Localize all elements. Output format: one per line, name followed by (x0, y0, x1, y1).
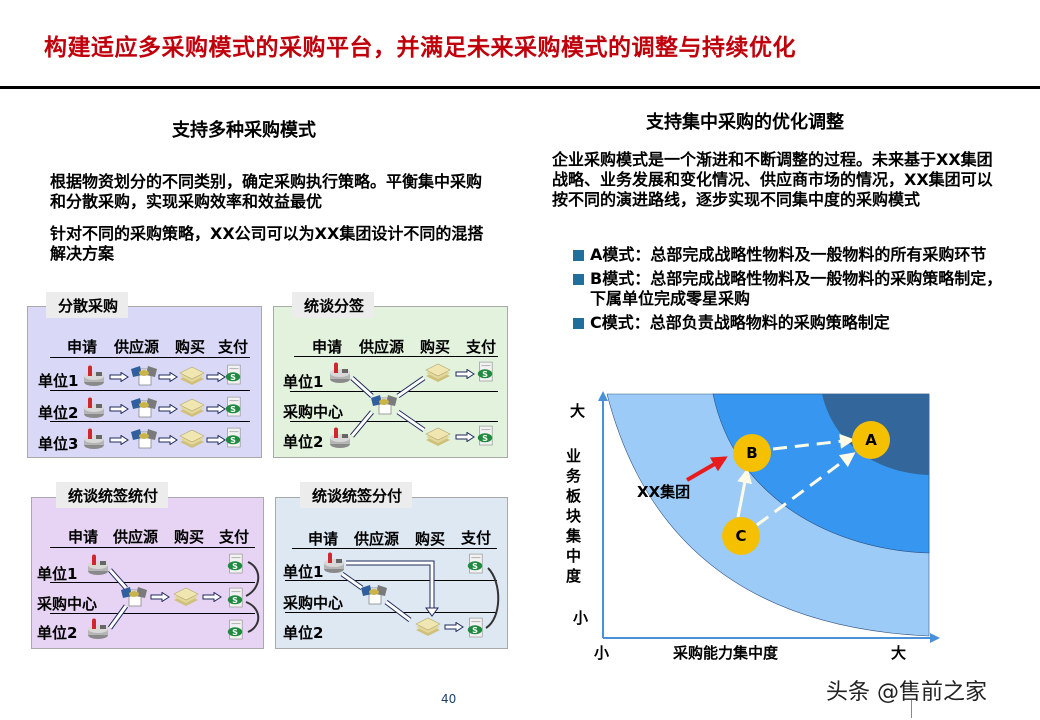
left-paragraph-1: 根据物资划分的不同类别，确定采购执行策略。平衡集中采购和分散采购，实现采购效率和… (50, 172, 483, 211)
row-label: 单位1 (283, 373, 324, 391)
left-paragraph-2: 针对不同的采购策略，XX公司可以为XX集团设计不同的混搭解决方案 (50, 224, 484, 263)
row-divider (50, 613, 255, 614)
bullet-b-text: B模式：总部完成战略性物料及一般物料的采购策略制定，下属单位完成零星采购 (590, 269, 1003, 308)
row-divider (290, 421, 498, 422)
panel-central-separate-pay-title: 统谈统签分付 (300, 482, 413, 508)
col-header-buy: 购买 (175, 338, 206, 356)
header-line (50, 547, 255, 548)
col-header-buy: 购买 (420, 338, 451, 356)
header-line (50, 357, 250, 358)
col-header-pay: 支付 (218, 338, 249, 356)
header-line (294, 356, 498, 357)
y-tick-high: 大 (570, 402, 586, 420)
panel-central-negotiate-separate-sign-title: 统谈分签 (292, 292, 375, 318)
col-header-apply: 申请 (312, 338, 343, 356)
row-divider (50, 582, 255, 583)
row-label: 单位2 (37, 624, 78, 642)
central-all-flow-icons (88, 553, 260, 640)
row-label: 采购中心 (283, 594, 344, 612)
x-axis-label: 采购能力集中度 (673, 644, 779, 662)
bullet-square-icon (573, 250, 584, 261)
row-label: 单位2 (283, 433, 324, 451)
col-header-apply: 申请 (308, 530, 339, 548)
x-tick-low: 小 (594, 644, 610, 662)
row-divider (285, 612, 497, 613)
bullet-square-icon (573, 318, 584, 329)
panel-central-negotiate-separate-sign (273, 306, 508, 458)
node-a: A (852, 421, 890, 459)
col-header-supplier: 供应源 (114, 338, 160, 356)
right-heading: 支持集中采购的优化调整 (646, 112, 844, 133)
col-header-supplier: 供应源 (359, 338, 405, 356)
row-label: 单位1 (38, 372, 79, 390)
y-axis-label: 业务板块集中度 (566, 447, 582, 585)
xx-group-label: XX集团 (637, 483, 691, 501)
row-divider (50, 421, 250, 422)
panel-central-separate-pay (275, 497, 508, 649)
slide-title: 构建适应多采购模式的采购平台，并满足未来采购模式的调整与持续优化 (44, 35, 796, 61)
cursor-line (911, 700, 912, 718)
panel-central-all (31, 497, 264, 649)
panel-decentralized-title: 分散采购 (46, 292, 129, 318)
central-separate-pay-flow-icons (324, 552, 500, 638)
edge-b-a (772, 433, 855, 451)
header-line (292, 548, 497, 549)
col-header-apply: 申请 (68, 528, 99, 546)
row-label: 采购中心 (283, 403, 344, 421)
negotiate-separate-sign-flow-icons (330, 361, 493, 448)
row-label: 单位2 (38, 404, 79, 422)
panel-central-all-title: 统谈统签统付 (56, 482, 169, 508)
col-header-supplier: 供应源 (113, 528, 159, 546)
row-divider (50, 390, 250, 391)
row-label: 采购中心 (37, 595, 98, 613)
edge-c-b (736, 468, 753, 518)
row-label: 单位1 (37, 565, 78, 583)
bullet-b: B模式：总部完成战略性物料及一般物料的采购策略制定，下属单位完成零星采购 (573, 269, 1005, 309)
row-1 (84, 364, 241, 386)
y-tick-low: 小 (573, 609, 589, 627)
col-header-buy: 购买 (415, 530, 446, 548)
decentralized-flow-icons (84, 364, 241, 449)
bullet-a: A模式：总部完成战略性物料及一般物料的所有采购环节 (573, 245, 1005, 265)
page-number: 40 (441, 692, 457, 706)
x-tick-high: 大 (891, 644, 907, 662)
row-label: 单位2 (283, 624, 324, 642)
title-divider (0, 86, 1040, 89)
col-header-buy: 购买 (174, 528, 205, 546)
bullet-square-icon (573, 274, 584, 285)
row-divider (290, 391, 498, 392)
col-header-pay: 支付 (466, 338, 497, 356)
edge-c-a (756, 452, 856, 527)
node-c: C (722, 517, 760, 555)
mode-bullets: A模式：总部完成战略性物料及一般物料的所有采购环节 B模式：总部完成战略性物料及… (573, 245, 1005, 333)
row-label: 单位3 (38, 435, 79, 453)
watermark: 头条 @售前之家 (826, 680, 987, 705)
bullet-c: C模式：总部负责战略物料的采购策略制定 (573, 313, 1005, 333)
col-header-pay: 支付 (219, 528, 250, 546)
row-divider (285, 580, 497, 581)
xx-group-pointer (685, 456, 728, 482)
row-label: 单位1 (283, 563, 324, 581)
col-header-apply: 申请 (67, 338, 98, 356)
concentration-diagram (598, 391, 940, 643)
left-heading: 支持多种采购模式 (172, 120, 316, 141)
node-b: B (733, 434, 771, 472)
col-header-supplier: 供应源 (354, 530, 400, 548)
right-paragraph: 企业采购模式是一个渐进和不断调整的过程。未来基于XX集团战略、业务发展和变化情况… (552, 150, 993, 209)
bullet-a-text: A模式：总部完成战略性物料及一般物料的所有采购环节 (590, 245, 987, 264)
bullet-c-text: C模式：总部负责战略物料的采购策略制定 (590, 313, 890, 332)
col-header-pay: 支付 (461, 529, 492, 547)
